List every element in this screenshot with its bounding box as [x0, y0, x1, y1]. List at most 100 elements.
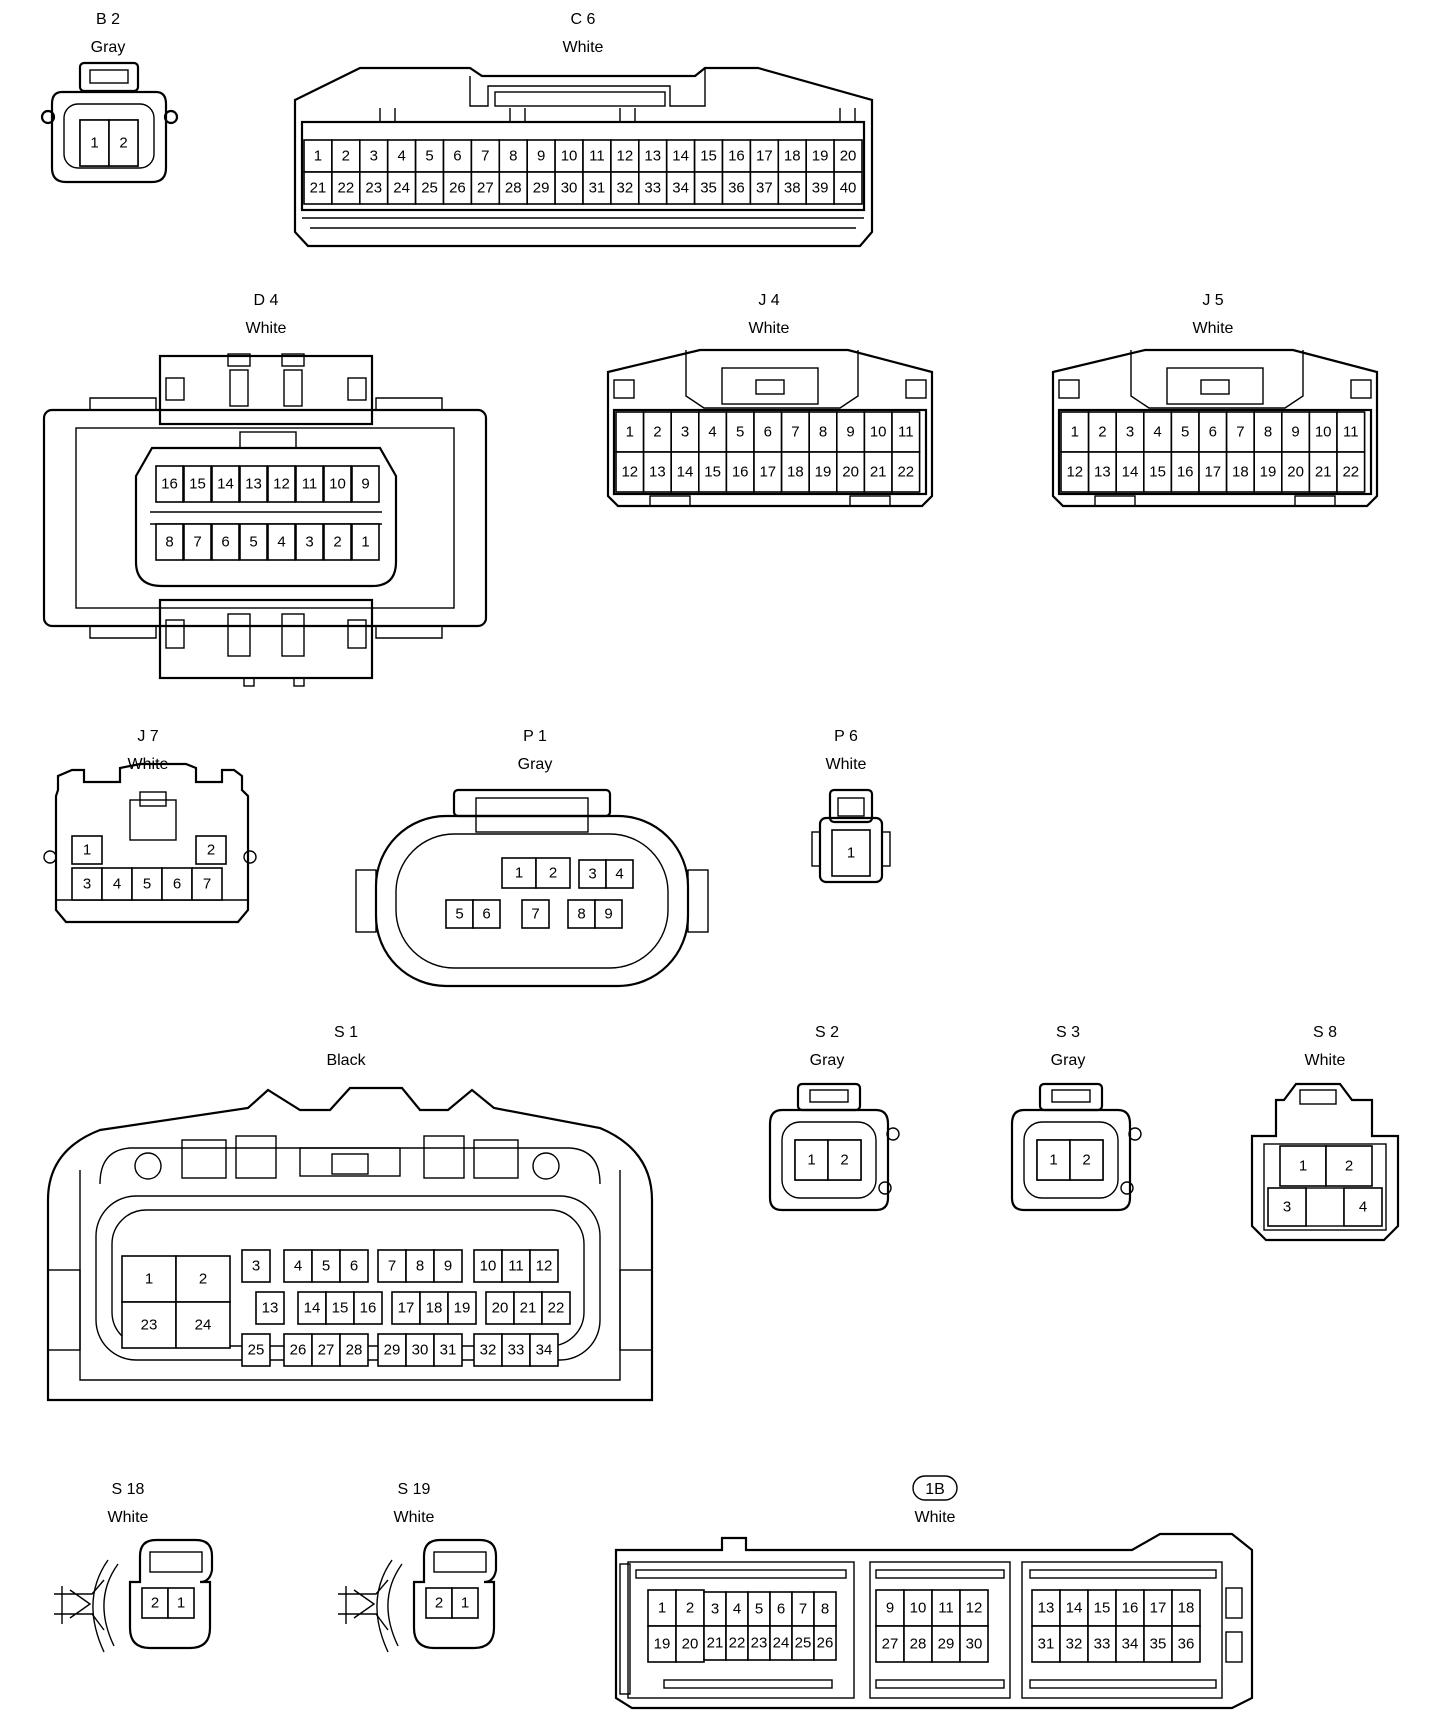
pin-number: 14 [1122, 464, 1139, 481]
pin-cell: 5 [239, 523, 268, 561]
pin-number: 13 [1038, 1600, 1055, 1617]
pin-number: 34 [672, 180, 689, 197]
pin-number: 11 [898, 424, 914, 441]
pin-cell: 25 [791, 1625, 815, 1661]
pin-cell: 1 [501, 857, 537, 889]
pin-number: 1 [177, 1595, 185, 1612]
pin-cell: 15 [697, 451, 728, 493]
pin-cell: 28 [903, 1625, 933, 1663]
pin-cell: 4 [697, 411, 728, 453]
pin-number: 11 [1343, 424, 1359, 441]
pin-number: 2 [1098, 424, 1106, 441]
pin-cell: 13 [255, 1291, 285, 1325]
pin-number: 21 [310, 180, 327, 197]
pin-cell: 10 [1308, 411, 1338, 453]
pin-number: 2 [119, 135, 127, 152]
pin-number: 1 [1299, 1158, 1307, 1175]
pin-number: 1 [1071, 424, 1079, 441]
pin-cell: 9 [433, 1249, 463, 1283]
connector-s2-color: Gray [810, 1052, 845, 1069]
pin-cell: 24 [769, 1625, 793, 1661]
pin-cell: 21 [863, 451, 893, 493]
pin-number: 1 [1049, 1152, 1057, 1169]
pin-cell: 18 [777, 139, 807, 173]
pin-cell: 22 [331, 171, 361, 205]
pin-cell: 22 [725, 1625, 749, 1661]
pin-number: 21 [707, 1635, 724, 1652]
pin-cell: 3 [1267, 1187, 1307, 1227]
pin-cell: 32 [610, 171, 640, 205]
pin-number: 4 [1359, 1199, 1367, 1216]
pin-number: 15 [1149, 464, 1166, 481]
pin-number: 9 [604, 906, 612, 923]
pin-number: 19 [454, 1300, 471, 1317]
pin-cell: 16 [1115, 1589, 1145, 1627]
pin-number: 22 [1342, 464, 1359, 481]
pin-cell: 33 [1087, 1625, 1117, 1663]
pin-cell: 2 [827, 1139, 862, 1181]
pin-number: 7 [193, 534, 201, 551]
pin-number: 39 [812, 180, 829, 197]
pin-number: 36 [728, 180, 745, 197]
pin-cell: 3 [670, 411, 700, 453]
pin-number: 14 [304, 1300, 321, 1317]
pin-cell: 12 [529, 1249, 559, 1283]
pin-cell: 26 [813, 1625, 837, 1661]
connector-j7-code: J 7 [137, 728, 158, 745]
pin-cell: 5 [131, 867, 163, 901]
pin-number: 23 [365, 180, 382, 197]
pin-cell: 8 [155, 523, 184, 561]
pin-number: 29 [533, 180, 550, 197]
pin-cell: 8 [405, 1249, 435, 1283]
connector-1b-code: 1B [925, 1481, 945, 1498]
pin-number: 4 [294, 1258, 302, 1275]
pin-number: 27 [318, 1342, 335, 1359]
pin-cell: 2 [1087, 411, 1117, 453]
pin-number: 5 [736, 424, 744, 441]
connector-j5-body [1051, 348, 1379, 508]
pin-cell: 1 [451, 1587, 479, 1619]
pin-number: 2 [1082, 1152, 1090, 1169]
pin-number: 22 [338, 180, 355, 197]
pin-number: 20 [682, 1636, 699, 1653]
pin-number: 3 [681, 424, 689, 441]
pin-cell: 21 [703, 1625, 727, 1661]
pin-cell: 21 [1308, 451, 1338, 493]
pin-cell: 8 [1253, 411, 1283, 453]
pin-cell: 14 [670, 451, 700, 493]
pin-number: 5 [455, 906, 463, 923]
pin-cell: 17 [1198, 451, 1228, 493]
pin-number: 2 [840, 1152, 848, 1169]
pin-cell: 8 [808, 411, 838, 453]
connector-j5-code: J 5 [1202, 292, 1223, 309]
pin-cell: 30 [554, 171, 584, 205]
pin-number: 20 [1287, 464, 1304, 481]
pin-cell: 6 [161, 867, 193, 901]
pin-number: 2 [686, 1600, 694, 1617]
pin-number: 8 [821, 1601, 829, 1618]
pin-number: 4 [113, 876, 121, 893]
connector-s18-color: White [108, 1509, 149, 1526]
pin-cell: 40 [833, 171, 863, 205]
pin-number: 16 [161, 476, 178, 493]
pin-cell: 8 [567, 899, 596, 929]
pin-number: 7 [791, 424, 799, 441]
pin-number: 8 [819, 424, 827, 441]
pin-number: 28 [346, 1342, 363, 1359]
pin-number: 14 [677, 464, 694, 481]
pin-cell: 27 [470, 171, 501, 205]
pin-cell: 7 [191, 867, 223, 901]
pin-number: 2 [1345, 1158, 1353, 1175]
pin-cell: 37 [749, 171, 780, 205]
pin-number: 16 [732, 464, 749, 481]
pin-number: 17 [1150, 1600, 1167, 1617]
pin-cell: 10 [863, 411, 893, 453]
pin-number: 28 [910, 1636, 927, 1653]
pin-number: 13 [1094, 464, 1111, 481]
pin-number: 17 [756, 148, 773, 165]
pin-number: 1 [90, 135, 98, 152]
pin-cell: 20 [833, 139, 863, 173]
pin-cell: 31 [433, 1333, 463, 1367]
pin-number: 26 [449, 180, 466, 197]
pin-number: 17 [1204, 464, 1221, 481]
